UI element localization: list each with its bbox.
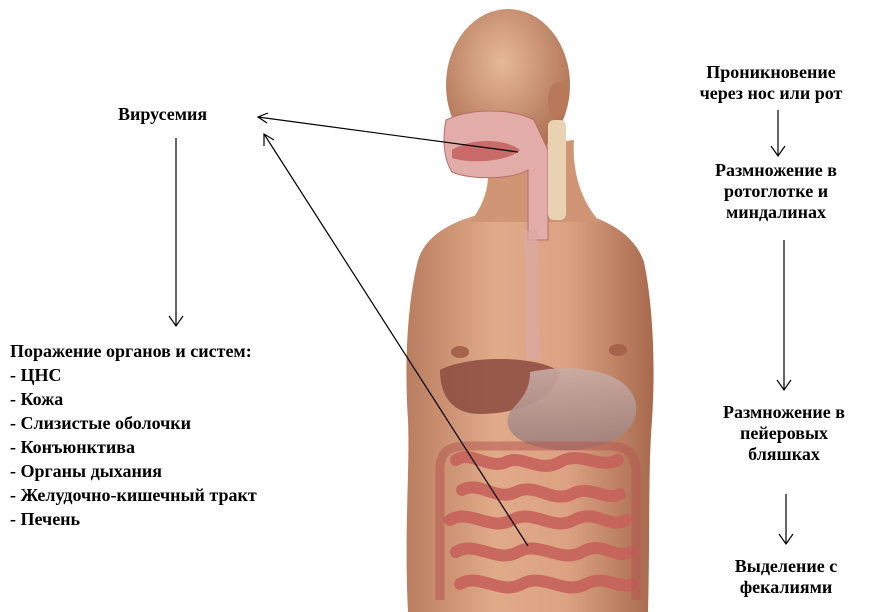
liver — [440, 359, 560, 414]
organ-item-liver: - Печень — [10, 507, 257, 531]
arrowhead-step3 — [777, 380, 791, 390]
airway-cutaway — [444, 111, 548, 240]
intestines — [450, 457, 632, 587]
torso-shape — [406, 205, 653, 612]
flow-step-entry-text: Проникновение через нос или рот — [680, 62, 862, 104]
esophagus — [530, 230, 534, 360]
neck-shape — [470, 140, 600, 222]
flow-step-excretion: Выделение с фекалиями — [708, 556, 864, 598]
head-shape — [446, 9, 570, 161]
flow-step-peyer-patches-text: Размножение в пейеровых бляшках — [700, 402, 868, 465]
arrowhead-viremia-2 — [264, 134, 274, 146]
flow-step-entry: Проникновение через нос или рот — [680, 62, 862, 104]
tongue-shape — [452, 141, 520, 161]
arrow-intestines-to-viremia — [264, 134, 528, 546]
arrowhead-viremia-1 — [258, 113, 268, 123]
ear-shape — [548, 82, 568, 118]
viremia-label: Вирусемия — [118, 104, 207, 125]
colon — [440, 446, 636, 600]
arrowhead-organs — [169, 316, 183, 326]
organ-damage-heading: Поражение органов и систем: — [10, 339, 257, 363]
stomach — [507, 368, 636, 450]
nipple-right — [609, 344, 627, 356]
organ-item-gi-tract: - Желудочно-кишечный тракт — [10, 483, 257, 507]
arrowhead-step4 — [779, 534, 793, 544]
organ-item-cns: - ЦНС — [10, 363, 257, 387]
arrow-mouth-to-viremia — [258, 117, 518, 152]
flow-step-peyer-patches: Размножение в пейеровых бляшках — [700, 402, 868, 465]
organ-item-respiratory: - Органы дыхания — [10, 459, 257, 483]
organ-item-conjunctiva: - Конъюнктива — [10, 435, 257, 459]
flow-step-oropharynx: Размножение в ротоглотке и миндалинах — [686, 160, 866, 223]
organ-damage-list: Поражение органов и систем: - ЦНС - Кожа… — [10, 339, 257, 531]
nipple-left — [451, 346, 469, 358]
organ-item-skin: - Кожа — [10, 387, 257, 411]
organ-item-mucosa: - Слизистые оболочки — [10, 411, 257, 435]
arrowhead-step2 — [771, 146, 785, 156]
flow-step-oropharynx-text: Размножение в ротоглотке и миндалинах — [686, 160, 866, 223]
cervical-spine — [548, 120, 566, 220]
flow-step-excretion-text: Выделение с фекалиями — [708, 556, 864, 598]
